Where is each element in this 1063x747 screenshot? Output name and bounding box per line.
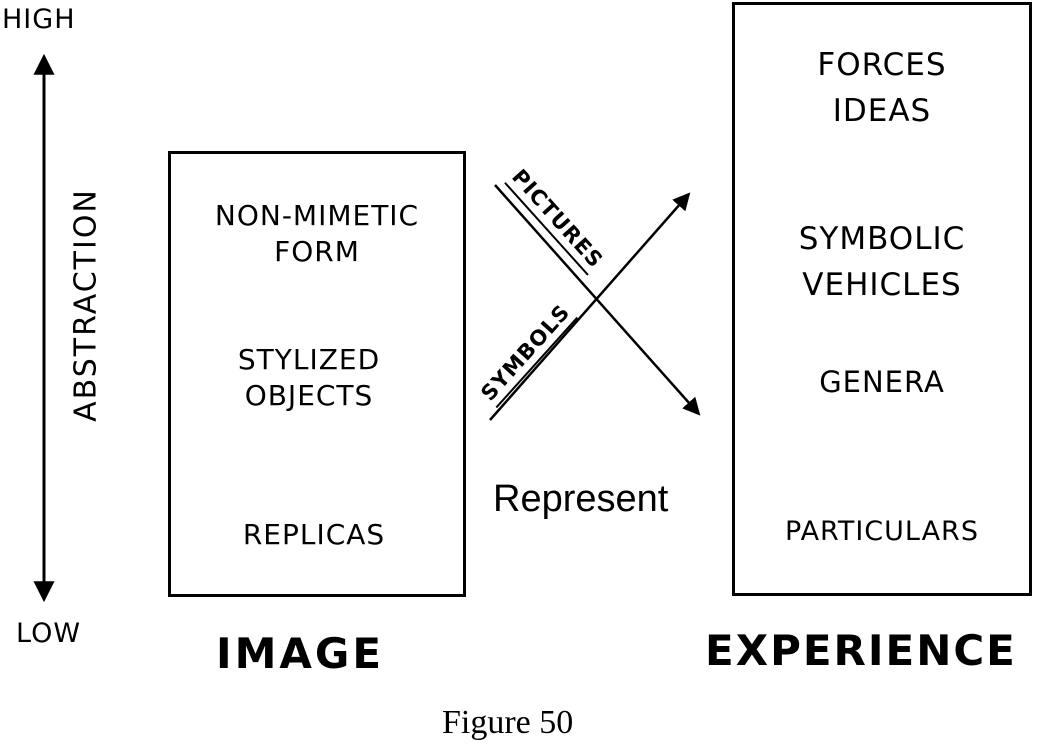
image-item-nonmimetic-line2: FORM [274, 235, 360, 268]
figure-caption: Figure 50 [442, 704, 574, 741]
image-item-nonmimetic: NON-MIMETIC FORM [168, 198, 466, 270]
experience-item-forces-line2: IDEAS [832, 93, 932, 129]
axis-high-label: HIGH [2, 4, 76, 35]
symbols-arrow [489, 192, 691, 421]
axis-low-label: LOW [16, 618, 82, 649]
experience-item-genera: GENERA [819, 365, 945, 399]
image-item-stylized-line1: STYLIZED [237, 343, 381, 376]
experience-item-forces-line1: FORCES [817, 47, 947, 83]
image-item-replicas: REPLICAS [242, 518, 386, 551]
experience-item-forces: FORCES IDEAS [732, 42, 1032, 134]
axis-title: ABSTRACTION [68, 188, 104, 422]
image-box [168, 151, 466, 597]
pictures-arrow [494, 184, 701, 416]
image-caption: IMAGE [216, 629, 385, 678]
experience-item-symbolic: SYMBOLIC VEHICLES [732, 216, 1032, 308]
experience-item-symbolic-line1: SYMBOLIC [798, 221, 966, 257]
experience-box [732, 2, 1032, 596]
experience-item-particulars: PARTICULARS [785, 516, 979, 547]
represent-label: Represent [493, 478, 669, 520]
experience-caption: EXPERIENCE [705, 626, 1017, 675]
image-item-nonmimetic-line1: NON-MIMETIC [214, 199, 420, 232]
image-item-stylized-line2: OBJECTS [244, 379, 374, 412]
experience-item-symbolic-line2: VEHICLES [802, 267, 962, 303]
image-item-stylized: STYLIZED OBJECTS [160, 342, 458, 414]
